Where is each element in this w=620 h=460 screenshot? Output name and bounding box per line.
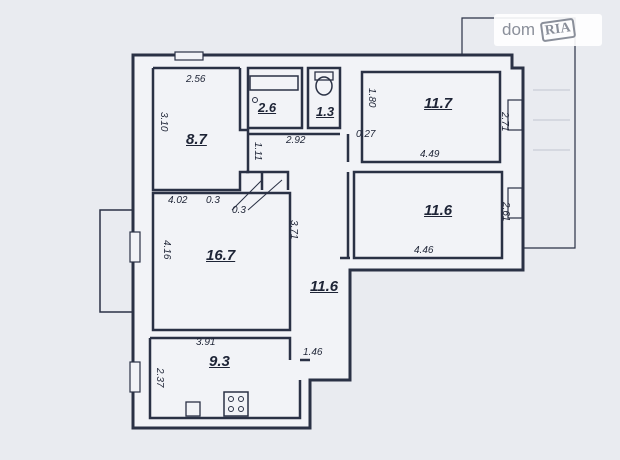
dimension-label: 2.56: [186, 74, 206, 85]
dimension-label: 2.71: [499, 112, 510, 132]
dimension-label: 1.11: [252, 142, 263, 161]
stove: [223, 391, 249, 417]
logo-badge: RIA: [539, 17, 576, 43]
dimension-label: 0.3: [206, 195, 220, 206]
dimension-label: 1.46: [303, 347, 323, 358]
stove-burner: [238, 396, 244, 402]
dimension-label: 0.3: [232, 205, 246, 216]
room-area-label: 11.7: [424, 95, 453, 112]
room-area-label: 11.6: [424, 202, 453, 219]
stove-burner: [228, 396, 234, 402]
inner-walls: [148, 66, 504, 420]
dimension-label: 4.02: [168, 195, 188, 206]
room-area-label: 1.3: [316, 104, 335, 119]
toilet-bowl: [315, 76, 333, 96]
leader-lines: [231, 179, 283, 211]
kitchen-sink: [185, 401, 201, 417]
dimension-label: 0.27: [356, 129, 376, 140]
dimension-label: 4.46: [414, 245, 434, 256]
room-area-label: 9.3: [209, 353, 230, 370]
room-area-label: 2.6: [258, 100, 277, 115]
room-area-label: 8.7: [186, 131, 207, 148]
room-area-label: 16.7: [206, 247, 236, 264]
dimension-label: 4.49: [420, 149, 440, 160]
domria-logo: dom RIA: [494, 14, 602, 46]
toilet-tank: [314, 71, 334, 81]
dimension-label: 1.80: [366, 88, 377, 108]
dimension-label: 2.92: [286, 135, 306, 146]
stove-burner: [228, 406, 234, 412]
wall-hatch: [533, 89, 570, 151]
bathtub: [249, 75, 299, 91]
dimension-label: 4.16: [161, 240, 172, 260]
dimension-label: 3.10: [158, 112, 169, 132]
dimension-label: 2.37: [154, 368, 165, 388]
room-area-label: 11.6: [310, 278, 339, 295]
outer-wall: [131, 53, 525, 430]
balcony: [99, 209, 133, 313]
dimension-label: 3.71: [288, 220, 299, 240]
windows: [129, 51, 523, 393]
stove-burner: [238, 406, 244, 412]
dimension-label: 2.61: [500, 202, 511, 222]
dimension-label: 3.91: [196, 337, 216, 348]
logo-text: dom: [502, 20, 536, 39]
sink-drain: [252, 97, 258, 103]
